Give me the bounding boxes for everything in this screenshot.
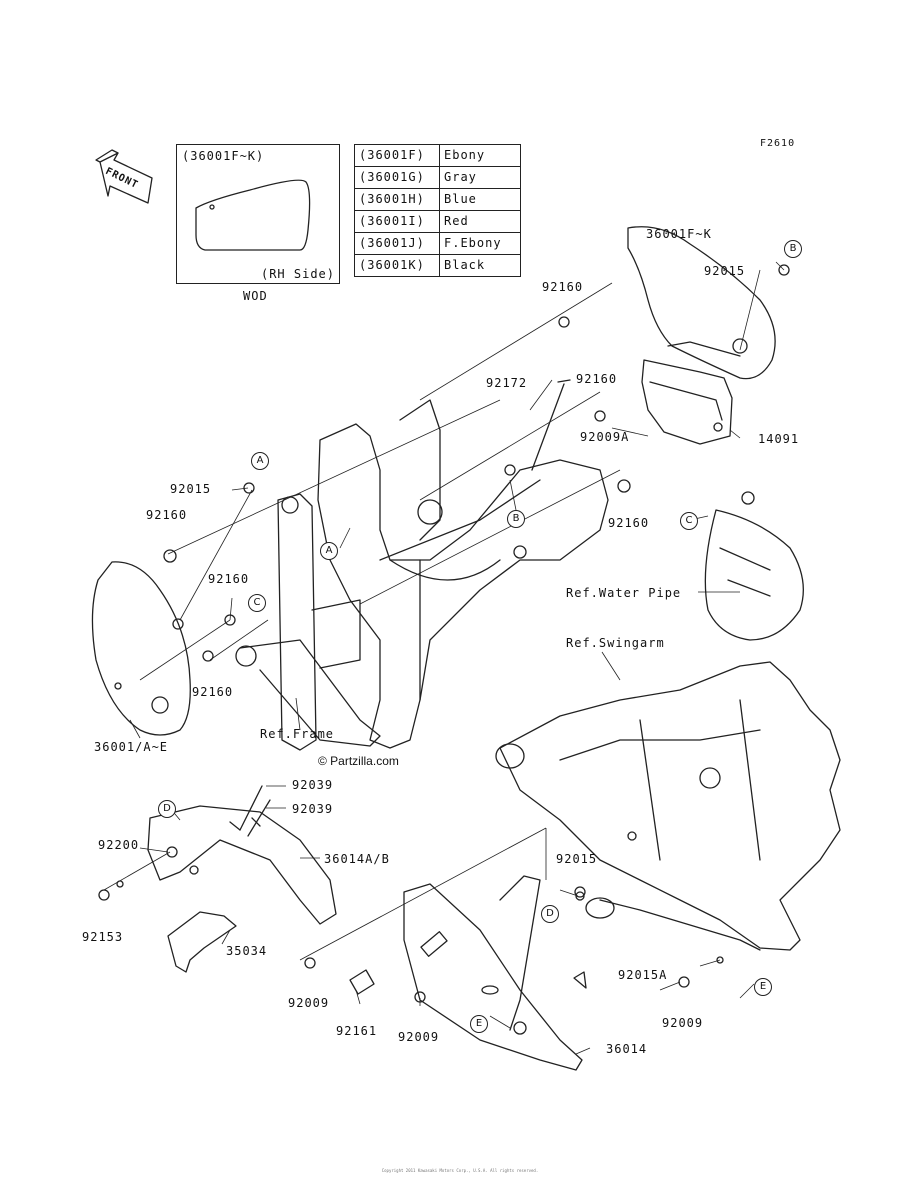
callout-d-top: D — [158, 800, 176, 818]
part-number-cell: (36001J) — [354, 232, 440, 255]
copyright-watermark: © Partzilla.com — [318, 754, 399, 768]
part-label-92015-d[interactable]: 92015 — [556, 852, 598, 866]
part-label-92200[interactable]: 92200 — [98, 838, 140, 852]
part-label-92039-b[interactable]: 92039 — [292, 802, 334, 816]
wod-side-cover-outline — [195, 179, 311, 251]
part-number-cell: (36001F) — [354, 144, 440, 167]
part-number-cell: (36001K) — [354, 254, 440, 277]
table-row: (36001F)Ebony — [354, 144, 521, 167]
part-number-cell: (36001H) — [354, 188, 440, 211]
part-label-92009-b[interactable]: 92009 — [398, 1030, 440, 1044]
ref-swingarm-label[interactable]: Ref.Swingarm — [566, 636, 665, 650]
part-label-92160-right[interactable]: 92160 — [608, 516, 650, 530]
part-label-92015a[interactable]: 92015A — [618, 968, 668, 982]
color-variant-table: (36001F)Ebony (36001G)Gray (36001H)Blue … — [354, 144, 521, 277]
part-label-92009-c[interactable]: 92009 — [662, 1016, 704, 1030]
part-label-92160-top[interactable]: 92160 — [542, 280, 584, 294]
color-name-cell: Gray — [439, 166, 521, 189]
part-label-36001f-k[interactable]: 36001F~K — [646, 227, 712, 241]
callout-e-bottom: E — [470, 1015, 488, 1033]
part-label-92015-b[interactable]: 92015 — [704, 264, 746, 278]
part-label-35034[interactable]: 35034 — [226, 944, 268, 958]
part-label-92039-a[interactable]: 92039 — [292, 778, 334, 792]
wod-title: (36001F~K) — [182, 149, 265, 163]
callout-b-frame: B — [507, 510, 525, 528]
wod-side-label: (RH Side) — [260, 267, 335, 281]
callout-d-bottom: D — [541, 905, 559, 923]
color-name-cell: Black — [439, 254, 521, 277]
part-number-cell: (36001G) — [354, 166, 440, 189]
part-number-cell: (36001I) — [354, 210, 440, 233]
part-label-92161[interactable]: 92161 — [336, 1024, 378, 1038]
callout-b-top: B — [784, 240, 802, 258]
part-label-92015-left[interactable]: 92015 — [170, 482, 212, 496]
wod-variant-box: (36001F~K) (RH Side) — [176, 144, 340, 284]
front-arrow-icon — [95, 149, 153, 204]
part-label-92160-left[interactable]: 92160 — [146, 508, 188, 522]
table-row: (36001K)Black — [354, 254, 521, 277]
callout-c-right: C — [680, 512, 698, 530]
part-label-14091[interactable]: 14091 — [758, 432, 800, 446]
part-label-92160-left3[interactable]: 92160 — [192, 685, 234, 699]
part-label-92009a[interactable]: 92009A — [580, 430, 630, 444]
callout-e-right: E — [754, 978, 772, 996]
color-name-cell: Blue — [439, 188, 521, 211]
table-row: (36001G)Gray — [354, 166, 521, 189]
part-label-36014a-b[interactable]: 36014A/B — [324, 852, 390, 866]
callout-a-top: A — [251, 452, 269, 470]
table-row: (36001H)Blue — [354, 188, 521, 211]
part-label-92009-a[interactable]: 92009 — [288, 996, 330, 1010]
wod-label: WOD — [243, 289, 268, 303]
part-label-92153[interactable]: 92153 — [82, 930, 124, 944]
callout-c-left: C — [248, 594, 266, 612]
part-label-92172[interactable]: 92172 — [486, 376, 528, 390]
part-label-36014[interactable]: 36014 — [606, 1042, 648, 1056]
part-label-92160-mid[interactable]: 92160 — [576, 372, 618, 386]
callout-a-frame: A — [320, 542, 338, 560]
color-name-cell: F.Ebony — [439, 232, 521, 255]
part-label-92160-left2[interactable]: 92160 — [208, 572, 250, 586]
color-name-cell: Red — [439, 210, 521, 233]
color-name-cell: Ebony — [439, 144, 521, 167]
footer-text: Copyright 2011 Kawasaki Motors Corp., U.… — [381, 1168, 539, 1173]
figure-code: F2610 — [760, 138, 796, 149]
table-row: (36001I)Red — [354, 210, 521, 233]
ref-water-pipe-label[interactable]: Ref.Water Pipe — [566, 586, 682, 600]
ref-frame-label[interactable]: Ref.Frame — [260, 727, 335, 741]
table-row: (36001J)F.Ebony — [354, 232, 521, 255]
part-label-36001-a-e[interactable]: 36001/A~E — [94, 740, 169, 754]
